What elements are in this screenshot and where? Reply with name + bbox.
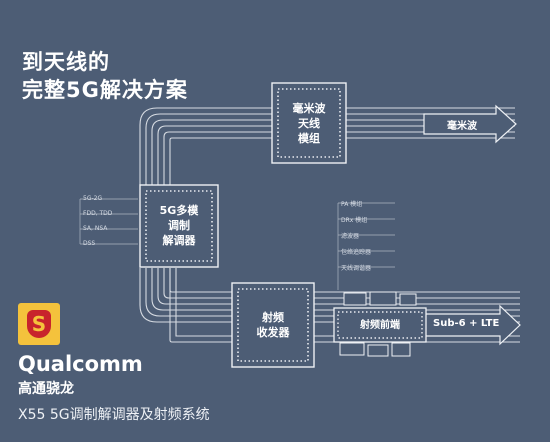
page-title-line2: 完整5G解决方案 (22, 78, 188, 102)
modem-feature-lines (79, 198, 138, 245)
snapdragon-logo-icon: S (18, 303, 60, 345)
modem-feature: SA, NSA (83, 225, 108, 232)
transceiver-label-line: 收发器 (256, 326, 290, 339)
brand-name: Qualcomm (18, 352, 143, 376)
rffe-feature-lines (337, 202, 395, 290)
transceiver-label-line: 射频 (262, 311, 284, 324)
rffe-chip (333, 291, 427, 357)
sub6-output-label: Sub-6 + LTE (433, 318, 500, 329)
brand-name-cn: 高通骁龙 (18, 381, 74, 397)
rffe-feature: 滤波器 (341, 233, 360, 240)
mmwave-chip-label: 毫米波 天线 模组 (272, 101, 346, 146)
mmwave-label-line: 毫米波 (292, 102, 326, 115)
rffe-feature: 包络追踪器 (341, 249, 372, 256)
sub6-output-arrow (423, 304, 521, 346)
modem-label-line: 调制 (168, 219, 190, 232)
snapdragon-logo-shape (27, 310, 51, 338)
flow-modem-to-sub6 (139, 268, 520, 343)
modem-label-line: 解调器 (162, 234, 196, 247)
modem-chip (139, 184, 219, 268)
mmwave-output-label: 毫米波 (447, 121, 477, 132)
mmwave-label-line: 天线 (298, 117, 320, 130)
modem-feature: 5G-2G (83, 195, 103, 202)
rffe-feature: DRx 模组 (341, 217, 368, 224)
flow-modem-to-mmwave (139, 107, 515, 185)
modem-label-line: 5G多模 (159, 204, 199, 217)
page-title-line1: 到天线的 (22, 50, 110, 74)
modem-chip-label: 5G多模 调制 解调器 (140, 203, 218, 248)
transceiver-chip (231, 282, 315, 368)
modem-feature: FDD, TDD (83, 210, 113, 217)
rffe-feature: PA 模组 (341, 201, 363, 208)
mmwave-output-arrow (423, 104, 517, 144)
mmwave-module-chip (271, 82, 347, 164)
mmwave-label-line: 模组 (298, 132, 320, 145)
rffe-chip-label: 射频前端 (360, 320, 400, 331)
transceiver-chip-label: 射频 收发器 (232, 310, 314, 340)
rffe-feature: 天线调谐器 (341, 265, 372, 272)
modem-feature: DSS (83, 240, 96, 247)
footer-caption: X55 5G调制解调器及射频系统 (18, 407, 210, 423)
snapdragon-logo-mark: S (31, 312, 47, 336)
